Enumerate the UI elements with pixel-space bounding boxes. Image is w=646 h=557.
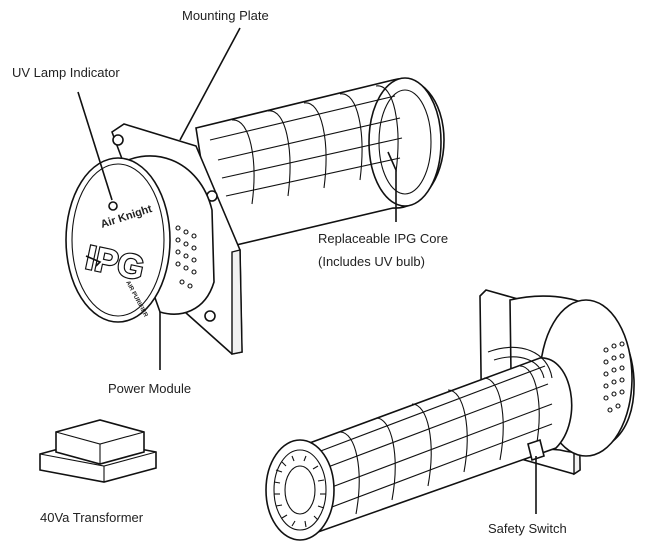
leader-ipg-core: [387, 151, 397, 222]
bottom-core-louvers: [317, 365, 553, 515]
leader-lines: [77, 27, 537, 514]
top-core-louvers: [209, 85, 403, 205]
plate-screw-icon: [112, 134, 124, 146]
logo-arrow-icon: [85, 255, 102, 267]
leader-uv-lamp: [77, 91, 113, 201]
label-safety-switch: Safety Switch: [488, 521, 567, 536]
leader-mounting-plate: [179, 27, 241, 141]
bottom-vent-holes: [603, 341, 625, 413]
plate-screw-icon: [204, 310, 216, 322]
bottom-unit: [265, 289, 635, 541]
bottom-ipg-core: [265, 346, 573, 541]
bottom-core-end-cap: [265, 439, 335, 541]
safety-switch-icon: [527, 438, 545, 462]
label-transformer: 40Va Transformer: [40, 510, 144, 525]
top-ipg-core: [195, 77, 445, 251]
end-cap-slots: [273, 455, 326, 528]
label-ipg-core: Replaceable IPG Core: [318, 231, 448, 246]
top-power-module: Air Knight IPG AIR PURIFIER: [65, 155, 215, 323]
label-uv-lamp-indicator: UV Lamp Indicator: [12, 65, 120, 80]
label-ipg-core-note: (Includes UV bulb): [318, 254, 425, 269]
uv-lamp-indicator-icon: [108, 201, 118, 211]
top-unit: Air Knight IPG AIR PURIFIER: [65, 77, 445, 355]
transformer-icon: [39, 419, 157, 483]
label-power-module: Power Module: [108, 381, 191, 396]
labels: Mounting Plate UV Lamp Indicator Replace…: [12, 8, 567, 536]
label-mounting-plate: Mounting Plate: [182, 8, 269, 23]
top-vent-holes: [175, 225, 197, 289]
